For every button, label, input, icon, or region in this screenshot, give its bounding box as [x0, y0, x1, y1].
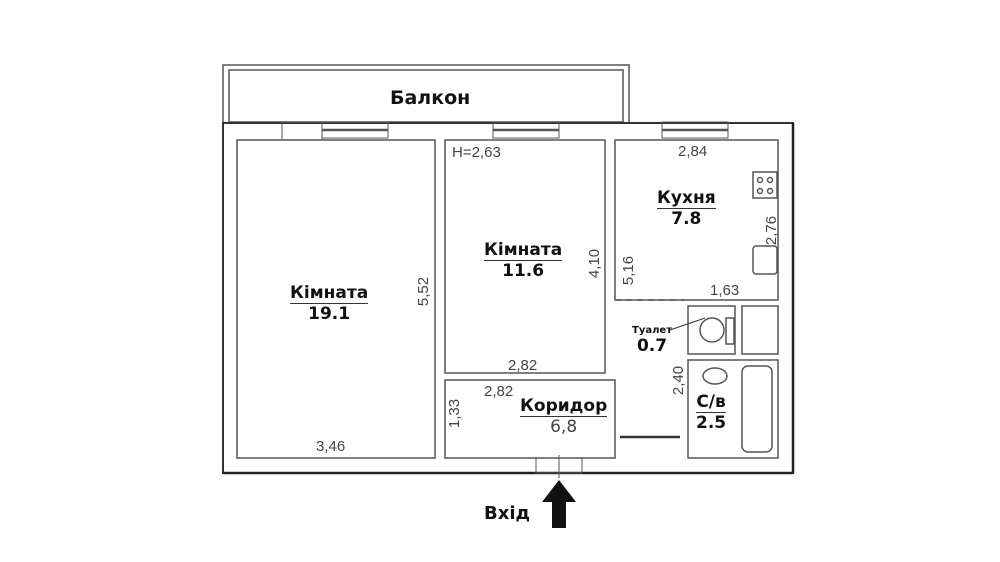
room-1-width: 3,46: [316, 438, 346, 455]
corridor-depth: 1,33: [446, 398, 464, 429]
room-1-length: 5,52: [415, 276, 433, 307]
bathroom-length: 2,40: [670, 365, 688, 396]
balcony-label: Балкон: [390, 87, 471, 109]
room-2-width: 2,82: [508, 357, 538, 374]
room-19-outline: [236, 139, 436, 459]
entrance-label: Вхід: [484, 503, 531, 524]
ceiling-height: H=2,63: [452, 144, 501, 161]
kitchen-length: 5,16: [620, 255, 638, 286]
corridor-width: 2,82: [484, 383, 514, 400]
entrance-arrow-icon: [542, 480, 576, 528]
room-2-length: 4,10: [586, 248, 604, 279]
kitchen-side: 2,76: [763, 215, 781, 246]
kitchen-width: 2,84: [678, 143, 708, 160]
kitchen-short: 1,63: [710, 282, 740, 299]
